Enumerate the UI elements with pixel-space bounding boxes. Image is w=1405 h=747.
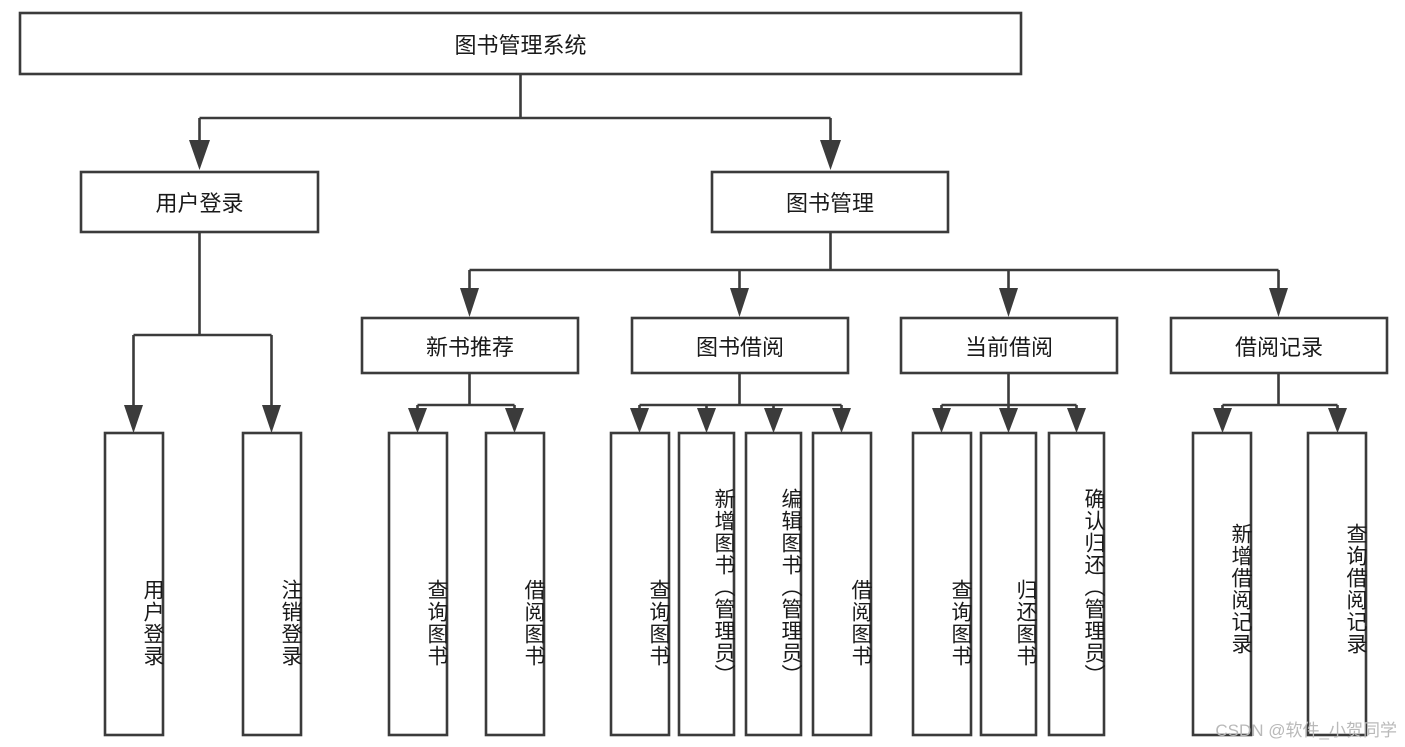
node-box-leaf-9[interactable] bbox=[911, 431, 973, 737]
arrow-head-book-mgmt bbox=[820, 140, 841, 170]
node-box-user-login[interactable] bbox=[79, 170, 320, 234]
connector-group-new-book bbox=[408, 373, 524, 433]
node-box-book-mgmt[interactable] bbox=[710, 170, 950, 234]
node-box-leaf-8[interactable] bbox=[811, 431, 873, 737]
node-box-leaf-11[interactable] bbox=[1047, 431, 1106, 737]
arrow-head-new-book bbox=[460, 288, 479, 317]
node-box-leaf-10[interactable] bbox=[979, 431, 1038, 737]
connector-group-borrow bbox=[630, 373, 851, 433]
node-box-leaf-2[interactable] bbox=[241, 431, 303, 737]
node-box-leaf-12[interactable] bbox=[1191, 431, 1253, 737]
arrow-head-leaf-6 bbox=[697, 408, 716, 433]
connector-group-book-mgmt bbox=[460, 232, 1288, 317]
node-box-leaf-7[interactable] bbox=[744, 431, 803, 737]
arrow-head-leaf-4 bbox=[505, 408, 524, 433]
connector-group-current bbox=[932, 373, 1086, 433]
arrow-head-leaf-8 bbox=[832, 408, 851, 433]
arrow-head-leaf-7 bbox=[764, 408, 783, 433]
arrow-head-leaf-11 bbox=[1067, 408, 1086, 433]
arrow-head-leaf-2 bbox=[262, 405, 281, 433]
arrow-head-current bbox=[999, 288, 1018, 317]
node-box-new-book[interactable] bbox=[360, 316, 580, 375]
connector-group-record bbox=[1213, 373, 1347, 433]
arrow-head-record bbox=[1269, 288, 1288, 317]
connector-group-user-login bbox=[124, 232, 281, 433]
arrow-head-leaf-12 bbox=[1213, 408, 1232, 433]
arrow-head-borrow bbox=[730, 288, 749, 317]
node-box-borrow[interactable] bbox=[630, 316, 850, 375]
node-box-root[interactable] bbox=[18, 11, 1023, 76]
arrow-head-leaf-3 bbox=[408, 408, 427, 433]
arrow-head-leaf-1 bbox=[124, 405, 143, 433]
node-box-leaf-4[interactable] bbox=[484, 431, 546, 737]
node-box-record[interactable] bbox=[1169, 316, 1389, 375]
node-box-leaf-5[interactable] bbox=[609, 431, 671, 737]
node-box-leaf-6[interactable] bbox=[677, 431, 736, 737]
connector-group-root bbox=[189, 74, 841, 170]
arrow-head-leaf-9 bbox=[932, 408, 951, 433]
node-box-leaf-1[interactable] bbox=[103, 431, 165, 737]
node-box-current[interactable] bbox=[899, 316, 1119, 375]
node-box-leaf-13[interactable] bbox=[1306, 431, 1368, 737]
node-box-leaf-3[interactable] bbox=[387, 431, 449, 737]
arrow-head-leaf-13 bbox=[1328, 408, 1347, 433]
arrow-head-leaf-5 bbox=[630, 408, 649, 433]
arrow-head-user-login bbox=[189, 140, 210, 170]
arrow-head-leaf-10 bbox=[999, 408, 1018, 433]
